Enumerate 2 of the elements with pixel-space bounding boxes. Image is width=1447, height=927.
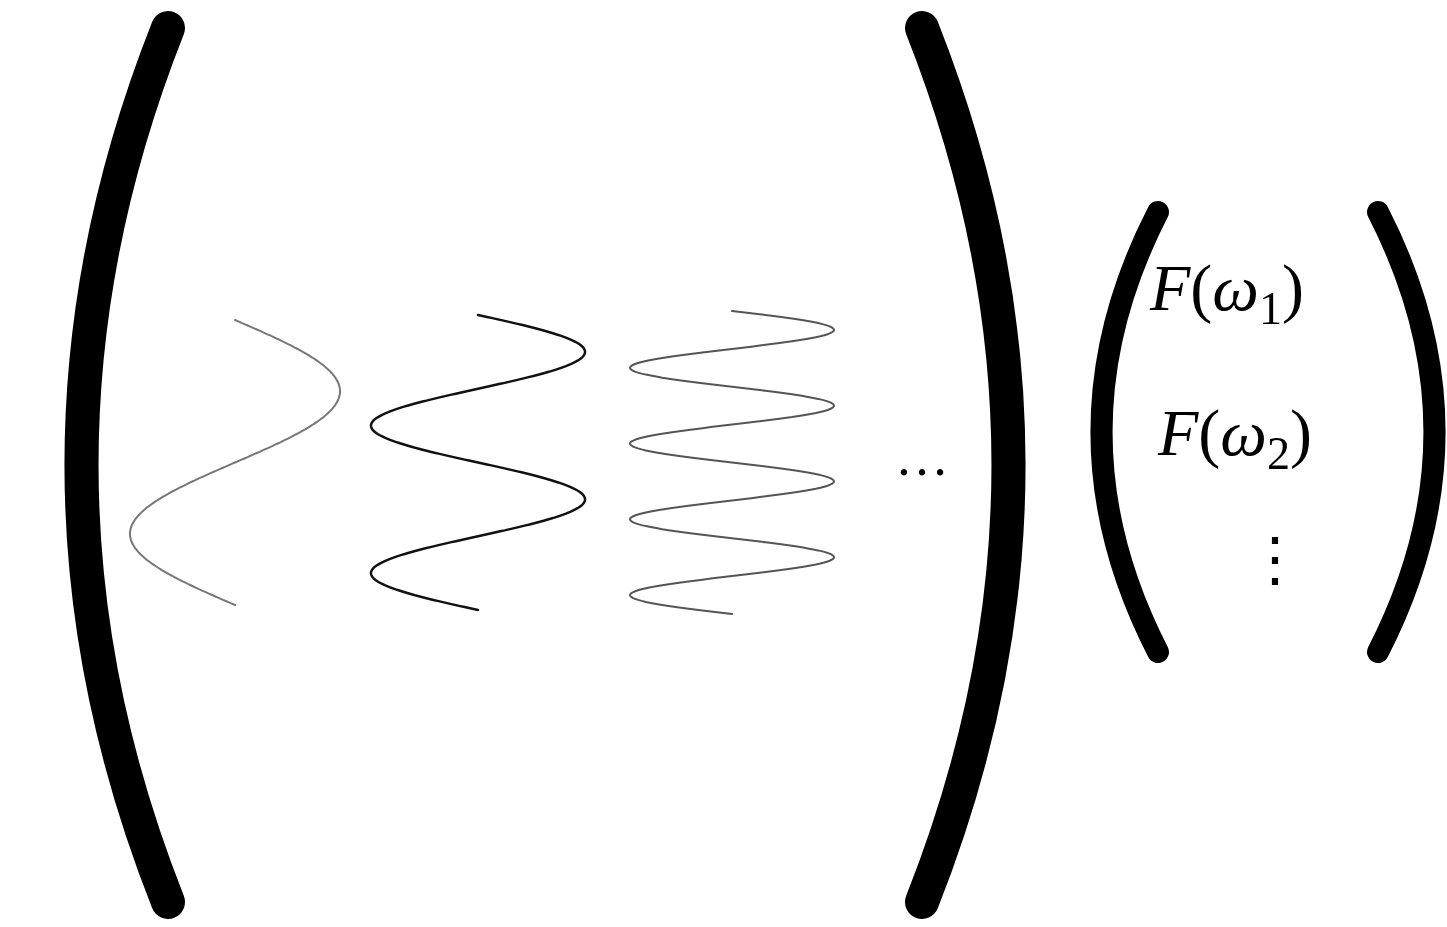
ellipsis: … bbox=[895, 430, 949, 484]
vertical-ellipsis: ⋮ bbox=[1245, 530, 1305, 590]
